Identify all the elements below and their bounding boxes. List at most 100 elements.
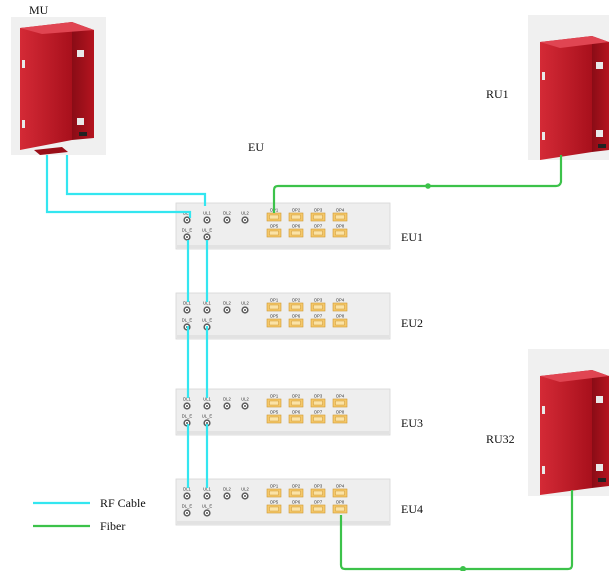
eu2-optical-op4: OP4 [332,298,348,312]
eu1-optical-op5: OP5 [266,224,282,238]
eu3-port-ul2: UL2 [241,397,250,410]
eu1-optical-op7: OP7 [310,224,326,238]
eu4-optical-op6-label: OP6 [292,500,301,505]
eu3-optical-op3-label: OP3 [314,394,323,399]
eu3-optical-op1-label: OP1 [270,394,279,399]
eu1-port-dl-e: DL_E [182,228,193,241]
ru1-label: RU1 [486,87,509,101]
eu-labels: EU1 EU2 EU3 EU4 [401,230,423,516]
eu1-optical-op4: OP4 [332,208,348,222]
fiber-cables [272,155,574,571]
eu3-optical-op4-label: OP4 [336,394,345,399]
eu2-optical-op2: OP2 [288,298,304,312]
eu4-optical-op6: OP6 [288,500,304,514]
eu3-port-dl-e-label: DL_E [182,414,193,419]
eu1-optical-op6: OP6 [288,224,304,238]
eu3-port-ul2-label: UL2 [241,397,249,402]
eu2-optical-op8: OP8 [332,314,348,328]
eu2-optical-op5-label: OP5 [270,314,279,319]
eu1-optical-op5-label: OP5 [270,224,279,229]
eu2-port-dl2-label: DL2 [223,301,231,306]
legend-rf-label: RF Cable [100,496,146,510]
eu1-port-ul-e-label: UL_E [202,228,213,233]
eu3-optical-op5: OP5 [266,410,282,424]
eu3-port-dl1-label: DL1 [183,397,191,402]
eu4-optical-op1-label: OP1 [270,484,279,489]
eu2-port-ul1: UL1 [203,301,212,314]
eu1-port-ul1-label: UL1 [203,211,211,216]
eu3-port-ul1-label: UL1 [203,397,211,402]
eu2-optical-op5: OP5 [266,314,282,328]
ru32-unit: RU32 [486,349,609,496]
eu1-port-ul1: UL1 [203,211,212,224]
rf-cables [45,155,209,488]
eu4-optical-op5: OP5 [266,500,282,514]
eu2-port-ul1-label: UL1 [203,301,211,306]
eu2-optical-op1-label: OP1 [270,298,279,303]
eu2-optical-op8-label: OP8 [336,314,345,319]
eu2-port-ul2-label: UL2 [241,301,249,306]
eu2-port-ul-e-label: UL_E [202,318,213,323]
mu-unit: MU [11,3,106,155]
fiber-eu1-ru1 [272,155,563,213]
eu3-port-ul1: UL1 [203,397,212,410]
rf-cable-mu-dl1 [45,155,192,218]
eu1-optical-op7-label: OP7 [314,224,323,229]
eu4-optical-op2-label: OP2 [292,484,301,489]
eu3-label: EU3 [401,416,423,430]
eu4-optical-op3-label: OP3 [314,484,323,489]
eu1-optical-op3-label: OP3 [314,208,323,213]
eu2-optical-op6-label: OP6 [292,314,301,319]
eu3-optical-op7-label: OP7 [314,410,323,415]
eu3-port-dl1: DL1 [183,397,192,410]
ru32-label: RU32 [486,432,515,446]
eu2-optical-op4-label: OP4 [336,298,345,303]
eu4-port-dl1: DL1 [183,487,192,500]
eu3-optical-op1: OP1 [266,394,282,408]
legend: RF Cable Fiber [33,496,146,533]
eu1-optical-op3: OP3 [310,208,326,222]
eu4-optical-op4: OP4 [332,484,348,498]
ru1-unit: RU1 [486,15,609,160]
eu3-optical-op2-label: OP2 [292,394,301,399]
eu4-port-ul-e: UL_E [202,504,213,517]
eu4-optical-op4-label: OP4 [336,484,345,489]
eu1-optical-op4-label: OP4 [336,208,345,213]
eu2-port-dl1: DL1 [183,301,192,314]
fiber-eu4-ru32 [339,490,574,571]
eu4-optical-op7-label: OP7 [314,500,323,505]
eu2-port-ul2: UL2 [241,301,250,314]
eu2-optical-op1: OP1 [266,298,282,312]
eu3-optical-op8: OP8 [332,410,348,424]
eu1-port-ul-e: UL_E [202,228,213,241]
eu4-port-ul2: UL2 [241,487,250,500]
eu3-optical-op2: OP2 [288,394,304,408]
eu3-optical-op6-label: OP6 [292,410,301,415]
eu1-optical-op8-label: OP8 [336,224,345,229]
eu3-port-dl2-label: DL2 [223,397,231,402]
eu2-optical-op2-label: OP2 [292,298,301,303]
eu2-optical-op6: OP6 [288,314,304,328]
eu1-optical-op8: OP8 [332,224,348,238]
eu3-optical-op3: OP3 [310,394,326,408]
eu1-port-dl2: DL2 [223,211,232,224]
eu2-optical-op7-label: OP7 [314,314,323,319]
eu1-label: EU1 [401,230,423,244]
eu4-optical-op7: OP7 [310,500,326,514]
eu3-optical-op4: OP4 [332,394,348,408]
eu4-port-dl2: DL2 [223,487,232,500]
mu-label: MU [29,3,49,17]
eu4-port-ul2-label: UL2 [241,487,249,492]
eu4-port-dl2-label: DL2 [223,487,231,492]
eu4-label: EU4 [401,502,423,516]
eu2-label: EU2 [401,316,423,330]
eu4-optical-op2: OP2 [288,484,304,498]
eu1-optical-op6-label: OP6 [292,224,301,229]
eu4-port-ul-e-label: UL_E [202,504,213,509]
eu1-port-ul2-label: UL2 [241,211,249,216]
eu1-port-dl-e-label: DL_E [182,228,193,233]
